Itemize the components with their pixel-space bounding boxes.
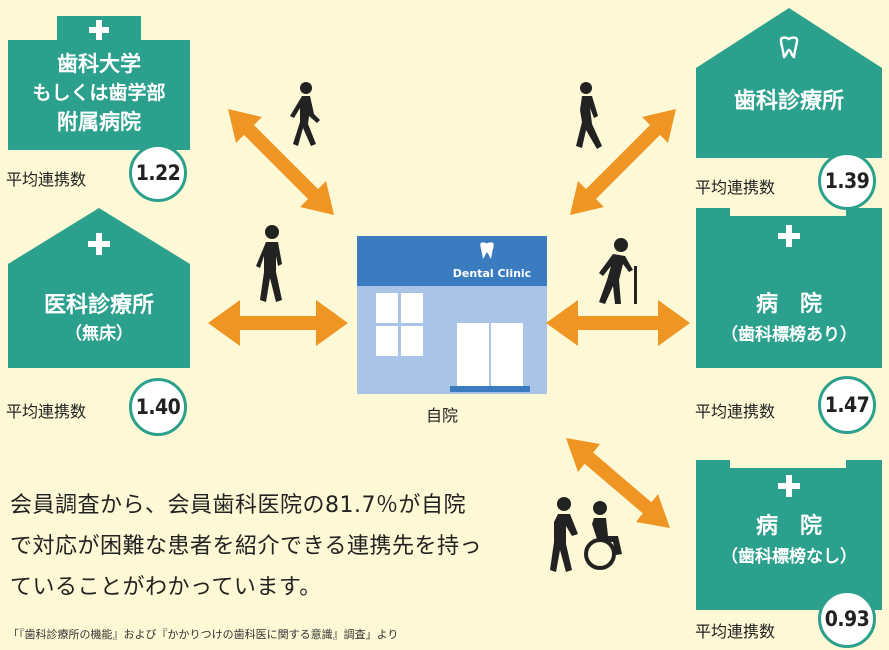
house-title-line: 病 院 bbox=[755, 292, 822, 317]
summary-line: 会員調査から、会員歯科医院の81.7％が自院 bbox=[10, 493, 466, 518]
walking-person-icon bbox=[576, 82, 602, 149]
center-clinic-building: Dental Clinic bbox=[357, 236, 547, 394]
clinic-sign: Dental Clinic bbox=[452, 267, 532, 280]
metric-label: 平均連携数 bbox=[6, 170, 87, 189]
metric-label: 平均連携数 bbox=[695, 622, 776, 641]
house-title-line: 附属病院 bbox=[57, 110, 141, 134]
wheelchair-icon bbox=[550, 497, 622, 572]
value-badge: 1.40 bbox=[129, 378, 187, 436]
tooth-icon bbox=[779, 36, 799, 59]
value-badge: 0.93 bbox=[818, 590, 876, 648]
summary-line: ていることがわかっています。 bbox=[10, 575, 322, 600]
walking-person-icon bbox=[290, 82, 320, 146]
house-university: 歯科大学 もしくは歯学部 附属病院 bbox=[8, 8, 190, 150]
value-badge: 1.22 bbox=[129, 144, 187, 202]
summary-line: で対応が困難な患者を紹介できる連携先を持っ bbox=[10, 534, 483, 559]
house-title-line: 歯科大学 bbox=[57, 52, 141, 76]
arrow-top-left bbox=[228, 109, 334, 215]
house-hospital-with-dental: 病 院 （歯科標榜あり） bbox=[696, 208, 882, 368]
house-hospital-no-dental: 病 院 （歯科標榜なし） bbox=[696, 460, 882, 610]
house-shape bbox=[696, 208, 882, 368]
house-medical-clinic: 医科診療所 （無床） bbox=[8, 208, 190, 368]
house-shape bbox=[696, 8, 882, 158]
summary-text: 会員調査から、会員歯科医院の81.7％が自院 で対応が困難な患者を紹介できる連携… bbox=[10, 485, 482, 608]
house-title-line: もしくは歯学部 bbox=[32, 82, 166, 104]
arrow-mid-right bbox=[546, 300, 690, 346]
house-dental-clinic: 歯科診療所 bbox=[696, 8, 882, 158]
house-title-line: 医科診療所 bbox=[43, 293, 154, 318]
building-shape bbox=[357, 236, 547, 394]
cross-icon bbox=[778, 225, 800, 247]
arrow-top-right bbox=[570, 109, 676, 215]
house-shape bbox=[8, 16, 190, 150]
house-shape bbox=[696, 460, 882, 610]
cross-icon bbox=[778, 475, 800, 497]
house-title-line: 病 院 bbox=[755, 514, 822, 539]
metric-label: 平均連携数 bbox=[695, 402, 776, 421]
metric-label: 平均連携数 bbox=[6, 402, 87, 421]
walking-person-icon bbox=[256, 225, 282, 302]
house-title-line: （歯科標榜なし） bbox=[721, 547, 857, 567]
arrow-mid-left bbox=[208, 300, 348, 346]
value-badge: 1.39 bbox=[818, 152, 876, 210]
value-badge: 1.47 bbox=[818, 376, 876, 434]
house-title-line: 歯科診療所 bbox=[733, 89, 844, 114]
house-title-line: （無床） bbox=[65, 324, 133, 344]
cross-icon bbox=[89, 20, 109, 40]
metric-label: 平均連携数 bbox=[695, 178, 776, 197]
house-shape bbox=[8, 208, 190, 368]
house-title-line: （歯科標榜あり） bbox=[721, 325, 857, 345]
tooth-icon bbox=[480, 242, 494, 259]
source-footnote: 「『歯科診療所の機能』および『かかりつけの歯科医に関する意識』調査」より bbox=[8, 628, 399, 641]
cross-icon bbox=[88, 233, 110, 255]
center-caption: 自院 bbox=[426, 406, 459, 425]
elderly-person-cane-icon bbox=[599, 238, 637, 304]
arrow-bottom-right bbox=[566, 438, 670, 528]
